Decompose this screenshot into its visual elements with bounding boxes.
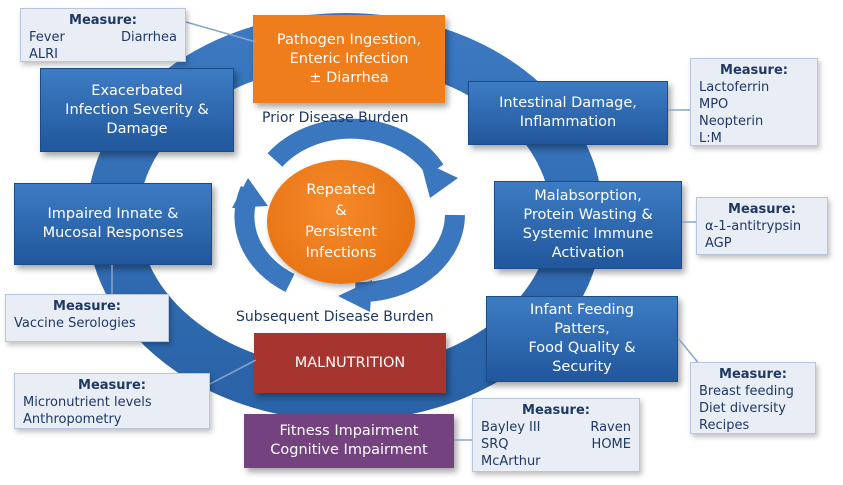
infant-feeding-box: Infant Feeding Patters, Food Quality & S… [486, 296, 678, 382]
measure-item: HOME [591, 437, 631, 452]
measure-item: Recipes [699, 418, 750, 433]
measure-item: Anthropometry [23, 412, 122, 427]
measure-item: SRQ [481, 437, 509, 452]
measure-item: Bayley III [481, 420, 541, 435]
measure-item: Fever [29, 30, 65, 45]
fitness-cognitive-box: Fitness Impairment Cognitive Impairment [244, 414, 454, 468]
measure-title: Measure: [69, 13, 137, 28]
center-line-3: Persistent [305, 224, 377, 240]
feeding-line-4: Security [552, 359, 612, 375]
measure-item: McArthur [481, 454, 541, 469]
measure-item: Neopterin [699, 114, 764, 129]
exacerbated-line-2: Infection Severity & [65, 101, 209, 118]
malabsorption-line-2: Protein Wasting & [523, 207, 653, 223]
measure-item: Diarrhea [120, 30, 177, 45]
malabsorption-line-3: Systemic Immune [522, 226, 654, 242]
measure-box-malabsorption: Measure: α-1-antitrypsin AGP [696, 197, 828, 255]
center-line-4: Infections [305, 245, 377, 261]
measure-title: Measure: [522, 403, 590, 418]
measure-title: Measure: [719, 367, 787, 382]
malabsorption-line-4: Activation [551, 245, 625, 261]
measure-title: Measure: [78, 378, 146, 393]
exacerbated-line-3: Damage [106, 120, 168, 137]
intestinal-line-2: Inflammation [519, 114, 617, 130]
measure-item: Breast feeding [699, 384, 794, 399]
malabsorption-box: Malabsorption, Protein Wasting & Systemi… [494, 181, 682, 269]
measure-box-micronutrient: Measure: Micronutrient levels Anthropome… [14, 373, 210, 429]
measure-item: Raven [590, 420, 631, 435]
pathogen-line-2: Enteric Infection [289, 50, 409, 67]
intestinal-damage-box: Intestinal Damage, Inflammation [468, 81, 668, 145]
impaired-line-2: Mucosal Responses [42, 225, 184, 241]
measure-title: Measure: [728, 202, 796, 217]
feeding-line-3: Food Quality & [528, 340, 636, 356]
center-line-1: Repeated [306, 182, 376, 198]
measure-item: Vaccine Serologies [14, 316, 136, 331]
measure-item: MPO [699, 97, 729, 112]
measure-item: α-1-antitrypsin [705, 219, 802, 234]
exacerbated-line-1: Exacerbated [91, 82, 183, 99]
measure-title: Measure: [53, 299, 121, 314]
pathogen-line-3: ± Diarrhea [309, 69, 389, 86]
feeding-line-1: Infant Feeding [530, 302, 634, 318]
measure-title: Measure: [720, 63, 788, 78]
measure-item: Diet diversity [699, 401, 786, 416]
measure-item: ALRI [29, 47, 59, 62]
measure-item: Lactoferrin [699, 80, 770, 95]
malabsorption-line-1: Malabsorption, [534, 188, 642, 204]
prior-disease-burden-label: Prior Disease Burden [262, 110, 409, 126]
center-line-2: & [335, 203, 347, 219]
impaired-innate-box: Impaired Innate & Mucosal Responses [14, 183, 212, 265]
measure-box-vaccine: Measure: Vaccine Serologies [5, 294, 169, 342]
intestinal-line-1: Intestinal Damage, [499, 95, 637, 111]
measure-item: L:M [699, 131, 722, 146]
measure-box-cognitive: Measure: Bayley III Raven SRQ HOME McArt… [472, 398, 640, 472]
feeding-line-2: Patters, [554, 321, 610, 337]
pathogen-ingestion-box: Pathogen Ingestion, Enteric Infection ± … [253, 15, 445, 103]
measure-item: Micronutrient levels [23, 395, 152, 410]
fitness-line-1: Fitness Impairment [279, 423, 419, 439]
malnutrition-box: MALNUTRITION [254, 333, 446, 393]
malnutrition-line-1: MALNUTRITION [294, 354, 406, 371]
measure-box-intestinal: Measure: Lactoferrin MPO Neopterin L:M [690, 58, 818, 146]
center-infections-circle: Repeated & Persistent Infections [267, 160, 415, 284]
impaired-line-1: Impaired Innate & [47, 206, 179, 222]
fitness-line-2: Cognitive Impairment [270, 442, 428, 458]
measure-item: AGP [705, 236, 732, 251]
pathogen-line-1: Pathogen Ingestion, [276, 31, 422, 48]
measure-box-symptoms: Measure: Fever Diarrhea ALRI [20, 8, 186, 62]
subsequent-disease-burden-label: Subsequent Disease Burden [236, 309, 434, 325]
exacerbated-infection-box: Exacerbated Infection Severity & Damage [40, 68, 234, 152]
measure-box-feeding: Measure: Breast feeding Diet diversity R… [690, 362, 816, 434]
